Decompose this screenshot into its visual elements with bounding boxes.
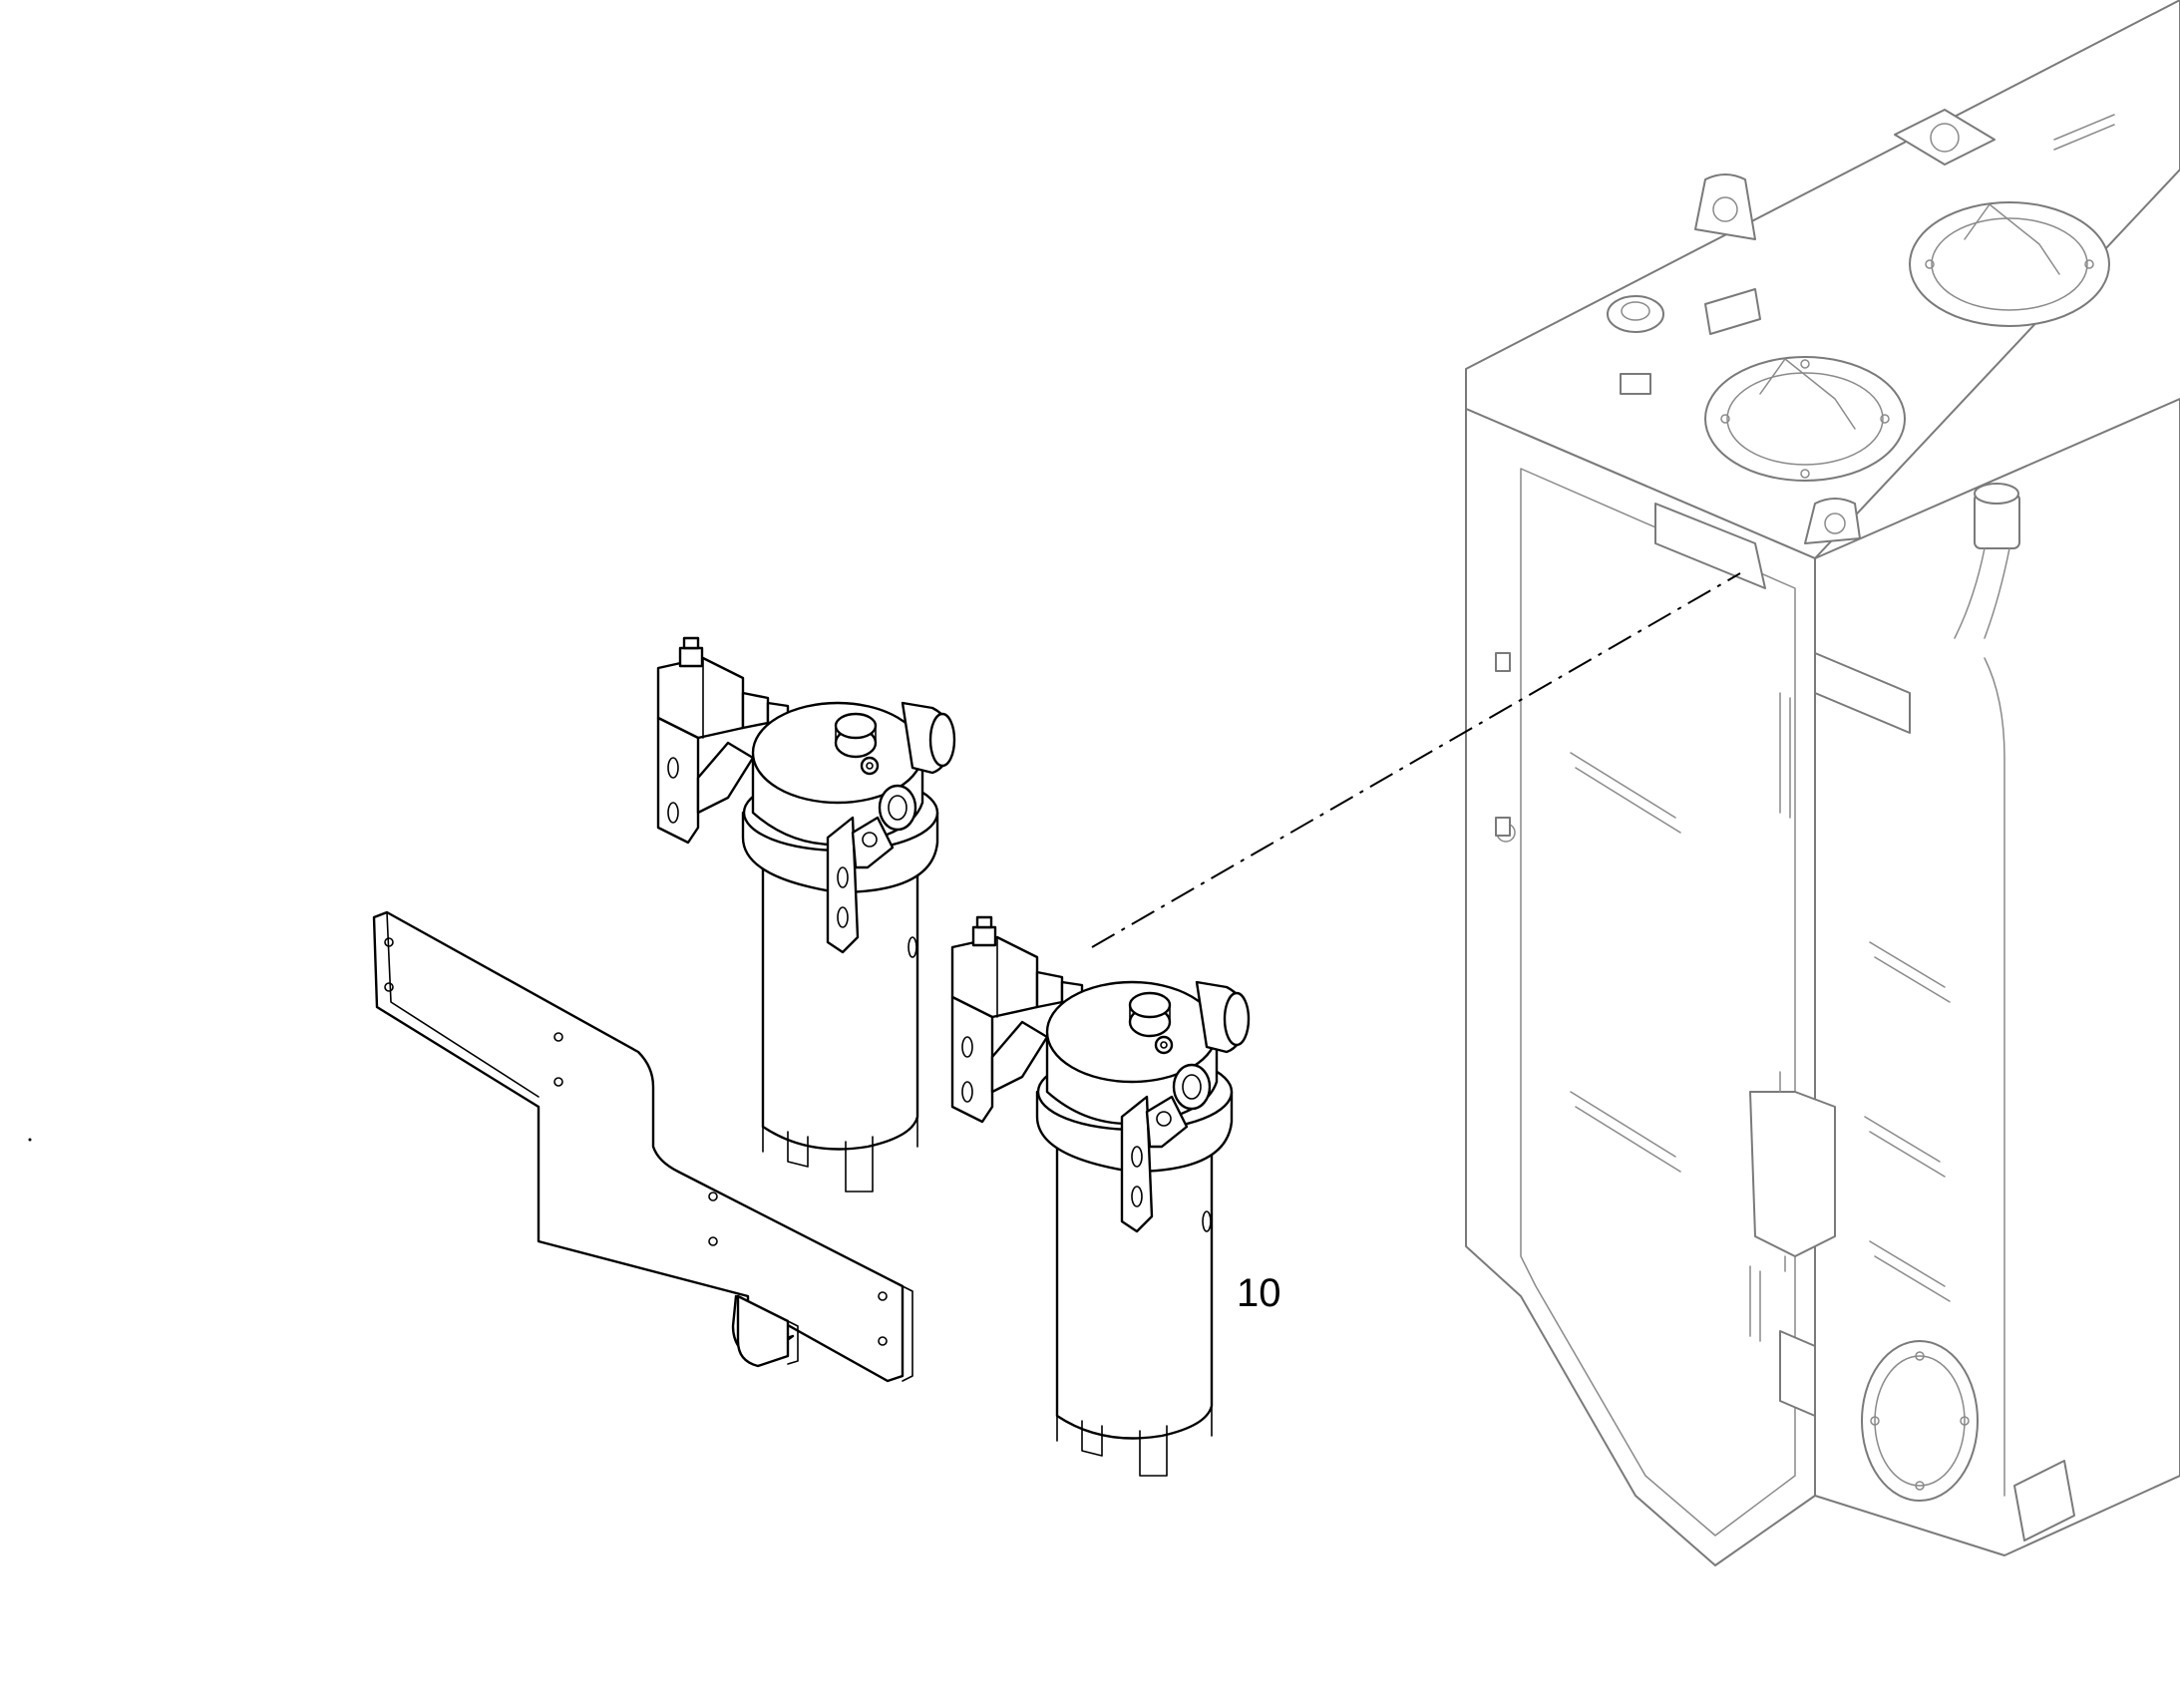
tank-bracket-side [1814,652,1911,734]
callout-10: 10 [1237,1271,1281,1315]
tank-breather [1954,483,2020,639]
lifting-lug-right [1804,498,1861,544]
return-filter-assembly-front [950,915,1251,1477]
return-filter-assembly-rear [656,636,956,1193]
hydraulic-tank [1465,0,2180,1566]
lifting-lug-left [1694,173,1756,240]
stray-mark [28,1138,32,1142]
tank-cover-flange-rear [1909,201,2110,327]
tank-top-fittings [1607,109,1996,395]
tank-drain-flange [1861,1340,1979,1502]
tank-level-indicator [1749,1071,1836,1272]
tank-bracket-top [1654,503,1766,589]
tank-cover-flange-front [1704,356,1906,482]
mounting-leader-line [1091,572,1741,948]
mounting-plate [372,910,913,1383]
